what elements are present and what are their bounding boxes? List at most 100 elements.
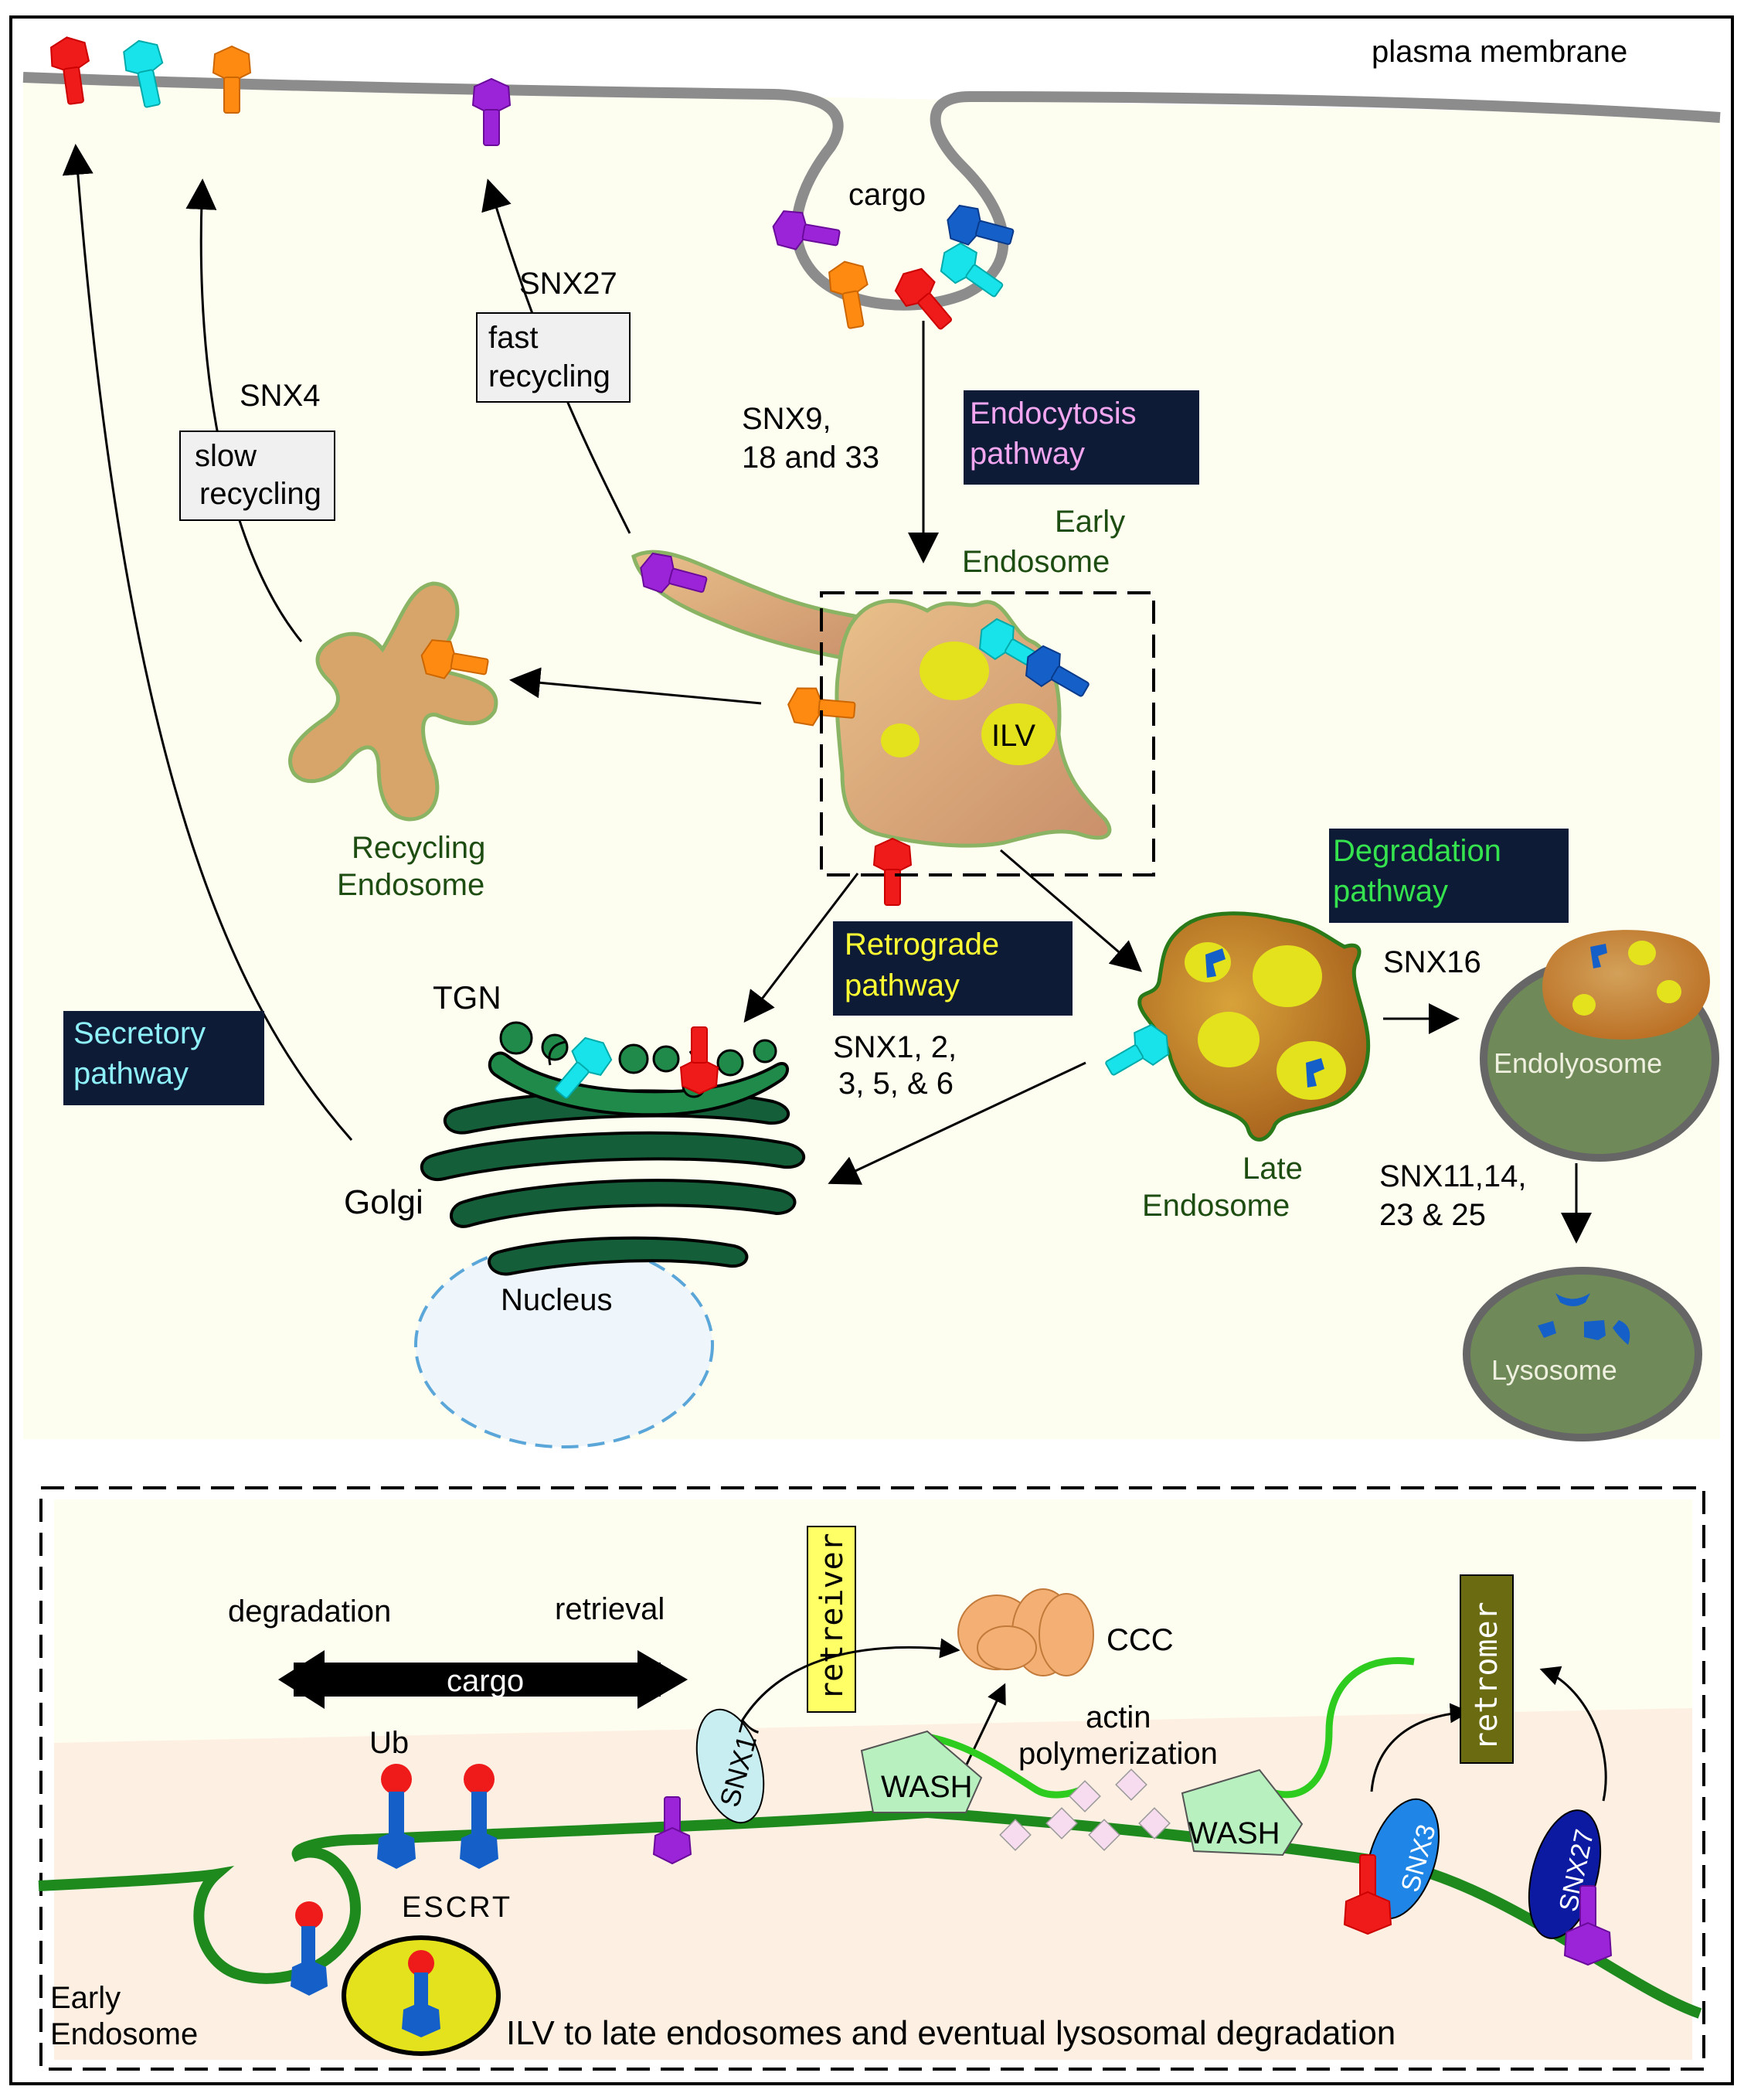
ub-cargo — [460, 1764, 498, 1869]
ilv-vesicle — [920, 642, 989, 700]
nucleus-label: Nucleus — [501, 1283, 613, 1317]
ub-cargo-budding — [291, 1901, 328, 1996]
early-endosome-label-line2: Endosome — [962, 545, 1110, 579]
ilv-vesicle-labeled — [981, 703, 1056, 765]
cargo-double-arrow-label: cargo — [447, 1664, 524, 1698]
snx16-label: SNX16 — [1383, 945, 1481, 979]
golgi-cisterna — [488, 1236, 749, 1276]
ub-label: Ub — [369, 1726, 409, 1760]
ccc-subunit — [1039, 1593, 1094, 1676]
degradation-pathway-line2: pathway — [1333, 874, 1448, 908]
ccc-subunit — [977, 1625, 1037, 1670]
retrograde-arrow — [743, 873, 859, 1023]
actin-monomer — [1138, 1807, 1171, 1840]
nucleus — [414, 1241, 714, 1448]
slow-recycling-box — [179, 431, 335, 521]
snx3-to-retromer-arrow — [1370, 1703, 1470, 1792]
snx27-to-retromer-arrow — [1539, 1666, 1607, 1802]
endocytosis-pathway-line1: Endocytosis — [970, 397, 1137, 431]
retromer-box — [1460, 1574, 1514, 1764]
secretory-arrow — [62, 144, 353, 1141]
early-endosome-label-line1: Early — [1055, 505, 1125, 539]
endolysosome-blue-cargo — [1590, 944, 1607, 968]
snx1-label-line1: SNX1, 2, — [833, 1030, 957, 1064]
actin-monomer — [999, 1819, 1032, 1851]
ilv-label: ILV — [991, 719, 1035, 753]
wash-complex-1 — [860, 1730, 983, 1813]
endocytosis-pathway-box — [964, 390, 1199, 485]
secretory-pathway-line1: Secretory — [73, 1016, 206, 1050]
tgn-vesicle — [716, 1049, 744, 1077]
retrograde-pathway-box — [833, 921, 1073, 1016]
endolysosome-label: Endolyosome — [1494, 1047, 1662, 1079]
tgn-cisterna — [488, 1051, 789, 1117]
retrograde-pathway-line1: Retrograde — [845, 927, 999, 962]
slow-recycling-line1: slow — [195, 439, 257, 473]
snx11-label-line1: SNX11,14, — [1379, 1159, 1527, 1193]
endolysosome-vesicle — [1542, 930, 1710, 1040]
lysosome-fragment — [1555, 1293, 1590, 1306]
tgn-vesicle — [753, 1039, 777, 1064]
retreiver-box — [807, 1526, 856, 1713]
late-endosome-label-line1: Late — [1243, 1152, 1303, 1186]
late-endosome-ilv — [1253, 945, 1322, 1007]
recycling-arrow — [509, 667, 762, 705]
degradation-pathway-box — [1329, 829, 1569, 923]
lysosome-label: Lysosome — [1491, 1354, 1617, 1386]
endocytosis-pathway-line2: pathway — [970, 437, 1085, 471]
secretory-pathway-line2: pathway — [73, 1057, 189, 1091]
late-endosome-label-line2: Endosome — [1142, 1189, 1290, 1223]
snx1-label-line2: 3, 5, & 6 — [838, 1067, 954, 1101]
lysosome-fragment — [1538, 1321, 1556, 1338]
lysosome — [1463, 1267, 1702, 1441]
ub-cargo — [377, 1764, 416, 1869]
fast-recycling-line2: recycling — [488, 359, 610, 393]
actin-monomer — [1069, 1780, 1101, 1812]
recycling-endosome-label-line1: Recycling — [352, 831, 485, 865]
inset-cargo-purple-snx17 — [652, 1796, 692, 1865]
degradation-label: degradation — [228, 1595, 391, 1629]
actin-label-line2: polymerization — [1018, 1737, 1218, 1771]
inset-early-label-line1: Early — [50, 1981, 121, 2015]
plasma-membrane — [22, 72, 1721, 311]
snx17-protein — [695, 1708, 765, 1824]
inset-cargo-red-snx3 — [1343, 1854, 1392, 1935]
escrt-label: ESCRT — [402, 1891, 512, 1924]
endolysosome-ilv — [1628, 941, 1656, 965]
snx27-label: SNX27 — [519, 267, 617, 301]
ccc-label: CCC — [1107, 1623, 1174, 1657]
cargo-double-arrow-right-head — [637, 1650, 688, 1709]
lysosome-fragment — [1584, 1320, 1606, 1340]
tgn-vesicle — [499, 1021, 533, 1055]
wash-complex-2 — [1181, 1768, 1304, 1857]
golgi-cisterna — [450, 1179, 797, 1228]
wash-label-1: WASH — [881, 1770, 973, 1804]
late-endosome-blue-cargo — [1205, 948, 1226, 978]
snx9-label-line1: SNX9, — [742, 402, 831, 436]
snx4-label: SNX4 — [240, 379, 321, 413]
actin-monomer — [1045, 1807, 1078, 1840]
retrograde-pathway-line2: pathway — [845, 968, 960, 1002]
endolysosome-ilv — [1657, 980, 1681, 1003]
actin-filament — [930, 1734, 1084, 1799]
endolysosome-ilv — [1572, 994, 1596, 1016]
recycling-endosome-label-line2: Endosome — [337, 868, 484, 902]
degradation-pathway-line1: Degradation — [1333, 834, 1501, 868]
golgi-label: Golgi — [344, 1183, 423, 1221]
early-to-late-arrow — [1000, 849, 1143, 972]
retromer-label: retromer — [1469, 1601, 1504, 1751]
snx11-label-line2: 23 & 25 — [1379, 1198, 1486, 1232]
inset-cargo-purple-snx27 — [1563, 1885, 1613, 1966]
retreiver-label: retreiver — [814, 1533, 850, 1700]
inset-early-label-line2: Endosome — [50, 2017, 198, 2051]
late-endosome-blue-cargo — [1306, 1058, 1324, 1087]
tgn-vesicle — [618, 1043, 649, 1074]
secretory-pathway-box — [63, 1011, 264, 1105]
ilv-cargo — [402, 1950, 440, 2037]
ilv-caption: ILV to late endosomes and eventual lysos… — [506, 2014, 1396, 2052]
tgn-label: TGN — [433, 979, 501, 1016]
ilv-vesicle — [881, 723, 920, 757]
tgn-budding-tubule — [548, 1040, 566, 1066]
